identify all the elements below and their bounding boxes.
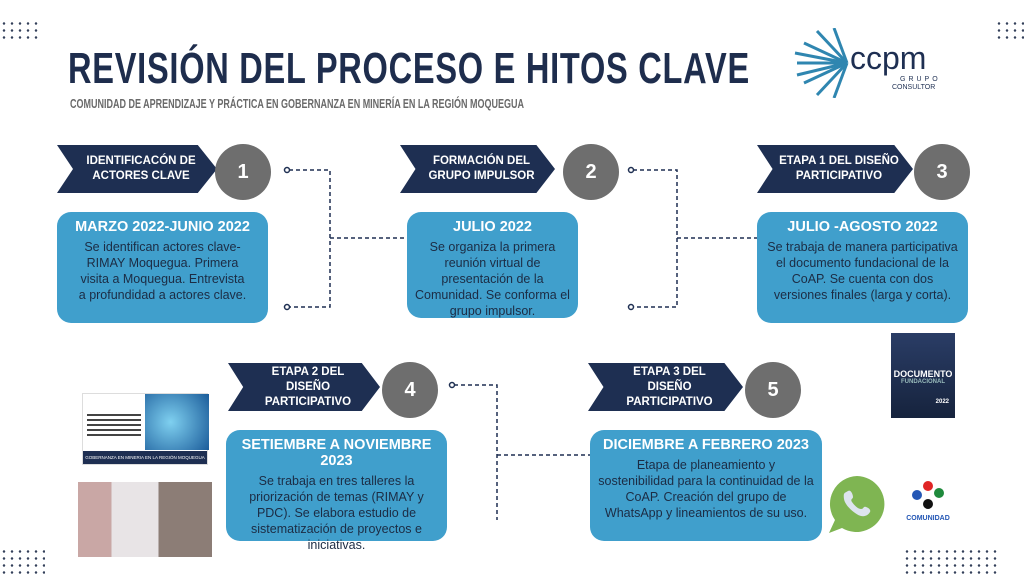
step-5-banner: ETAPA 3 DEL DISEÑO PARTICIPATIVO: [588, 363, 743, 411]
doc-year: 2022: [935, 399, 949, 405]
step-4-number: 4: [382, 362, 438, 418]
comunidad-logo-text: COMUNIDAD: [906, 515, 950, 522]
step-1-text: Se identifican actores clave- RIMAY Moqu…: [78, 240, 247, 302]
page-subtitle: COMUNIDAD DE APRENDIZAJE Y PRÁCTICA EN G…: [70, 97, 525, 111]
comunidad-logo-icon: [912, 481, 944, 509]
step-3-banner: ETAPA 1 DEL DISEÑO PARTICIPATIVO: [757, 145, 913, 193]
logo-subtext: GRUPO: [900, 76, 941, 83]
study-banner: GOBERNANZA EN MINERIA EN LA REGIÓN MOQUE…: [83, 451, 207, 464]
step-4-text: Se trabaja en tres talleres la priorizac…: [249, 474, 424, 552]
decor-dots: [0, 20, 40, 40]
step-4-banner: ETAPA 2 DEL DISEÑO PARTICIPATIVO: [228, 363, 380, 411]
logo-burst-icon: [794, 27, 849, 99]
step-2-card: JULIO 2022 Se organiza la primera reunió…: [407, 212, 578, 318]
step-1-banner: IDENTIFICACÓN DE ACTORES CLAVE: [57, 145, 217, 193]
step-5-text: Etapa de planeamiento y sostenibilidad p…: [598, 458, 814, 520]
comunidad-logo: COMUNIDAD: [903, 480, 953, 530]
step-4-card: SETIEMBRE A NOVIEMBRE 2023 Se trabaja en…: [226, 430, 447, 552]
step-5-date: DICIEMBRE A FEBRERO 2023: [603, 437, 809, 453]
decor-dots: [0, 548, 45, 576]
step-4-date: SETIEMBRE A NOVIEMBRE 2023: [241, 437, 432, 469]
decor-dots: [903, 548, 1001, 576]
workshop-photo: [78, 482, 212, 557]
step-5-number: 5: [745, 362, 801, 418]
step-5-card: DICIEMBRE A FEBRERO 2023 Etapa de planea…: [590, 430, 822, 541]
step-1-card: MARZO 2022-JUNIO 2022 Se identifican act…: [57, 212, 268, 323]
whatsapp-icon: [829, 476, 885, 533]
documento-fundacional-image: DOCUMENTO FUNDACIONAL 2022: [891, 333, 955, 418]
doc-title: DOCUMENTO: [893, 369, 953, 379]
step-2-date: JULIO 2022: [453, 219, 532, 235]
step-3-date: JULIO -AGOSTO 2022: [787, 219, 938, 235]
step-3-text: Se trabaja de manera participativa el do…: [767, 240, 958, 302]
ccpm-logo: ccpm GRUPO CONSULTOR: [792, 27, 957, 99]
doc-subtitle: FUNDACIONAL: [901, 379, 945, 385]
step-2-number: 2: [563, 144, 619, 200]
step-3-number: 3: [914, 144, 970, 200]
step-1-number: 1: [215, 144, 271, 200]
study-presentation-image: GOBERNANZA EN MINERIA EN LA REGIÓN MOQUE…: [82, 393, 209, 465]
step-1-date: MARZO 2022-JUNIO 2022: [75, 219, 250, 235]
logo-subtext: CONSULTOR: [892, 84, 936, 91]
step-2-text: Se organiza la primera reunión virtual d…: [415, 240, 570, 318]
logo-text: ccpm: [850, 40, 927, 76]
step-3-card: JULIO -AGOSTO 2022 Se trabaja de manera …: [757, 212, 968, 323]
decor-dots: [995, 20, 1024, 40]
step-2-banner: FORMACIÓN DEL GRUPO IMPULSOR: [400, 145, 555, 193]
page-title: REVISIÓN DEL PROCESO E HITOS CLAVE: [68, 44, 750, 93]
